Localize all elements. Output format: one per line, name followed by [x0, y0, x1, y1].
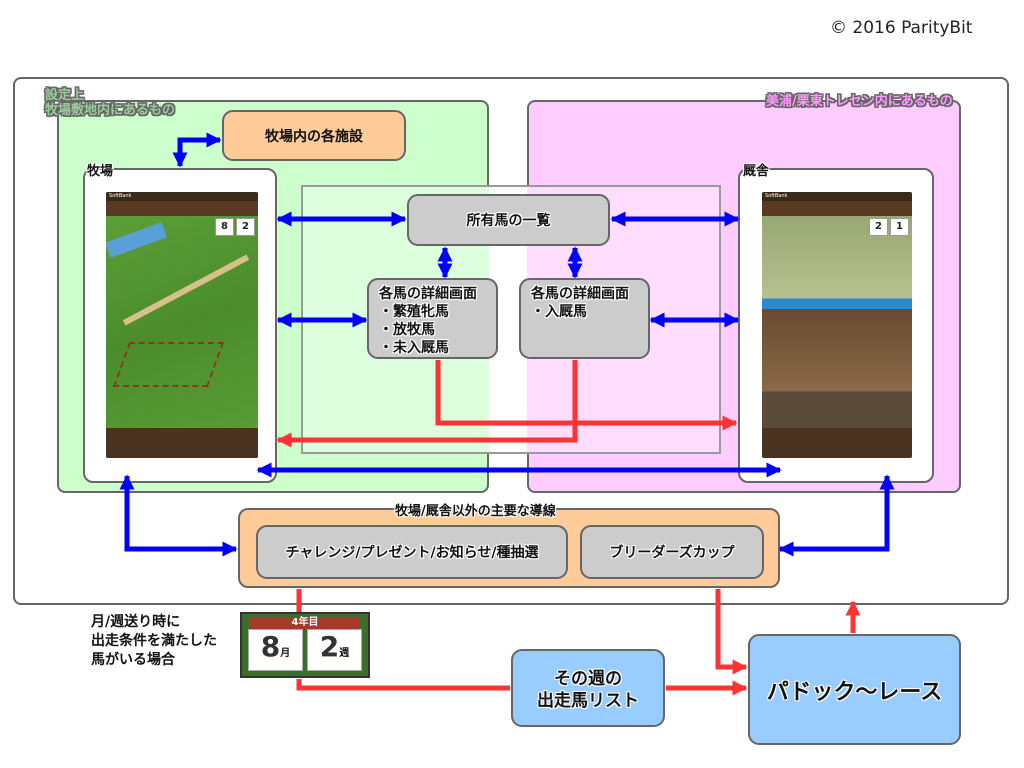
farm-facilities-box[interactable]: 牧場内の各施設: [222, 110, 406, 161]
farm-panel-label: 牧場: [87, 164, 114, 179]
owned-horses-box[interactable]: 所有馬の一覧: [407, 194, 610, 246]
weekly-entries-box[interactable]: その週の 出走馬リスト: [511, 649, 665, 727]
farm-calendar: 8 2: [215, 218, 255, 236]
trecen-area-label: 美浦/栗東トレセン内にあるもの: [766, 94, 953, 109]
calendar-month: 8月: [248, 629, 303, 671]
stable-panel-label: 厩舎: [743, 164, 770, 179]
main-routes-label: 牧場/厩舎以外の主要な導線: [395, 504, 556, 519]
status-bar: SoftBank: [106, 192, 258, 201]
line-calendar-to-entries: [296, 679, 510, 691]
condition-note: 月/週送り時に 出走条件を満たした 馬がいる場合: [91, 614, 217, 668]
menu-bar: [762, 428, 912, 458]
path: [122, 254, 250, 326]
fence: [112, 342, 225, 387]
detail-right-box[interactable]: 各馬の詳細画面 ・入厩馬: [519, 278, 650, 359]
detail-left-box[interactable]: 各馬の詳細画面 ・繁殖牝馬 ・放牧馬 ・未入厩馬: [367, 278, 498, 359]
challenge-present-button[interactable]: チャレンジ/プレゼント/お知らせ/種抽選: [256, 525, 568, 579]
farm-area-label: 設定上 牧場敷地内にあるもの: [45, 88, 176, 118]
copyright: © 2016 ParityBit: [830, 18, 973, 38]
river: [106, 222, 167, 258]
resource-bar: [762, 201, 912, 216]
farm-screen: SoftBank 8 2: [106, 192, 258, 458]
calendar-week: 2週: [307, 629, 362, 671]
breeders-cup-button[interactable]: ブリーダーズカップ: [580, 525, 764, 579]
outer-frame: [13, 77, 1009, 605]
calendar-year: 4年目: [250, 617, 360, 629]
stable-calendar: 2 1: [869, 218, 909, 236]
status-bar: SoftBank: [762, 192, 912, 201]
resource-bar: [106, 201, 258, 216]
menu-bar: [106, 428, 258, 458]
stable-screen: SoftBank 2 1: [762, 192, 912, 458]
paddock-race-box[interactable]: パドック〜レース: [748, 634, 961, 745]
calendar-widget: 4年目 8月 2週: [240, 612, 370, 678]
